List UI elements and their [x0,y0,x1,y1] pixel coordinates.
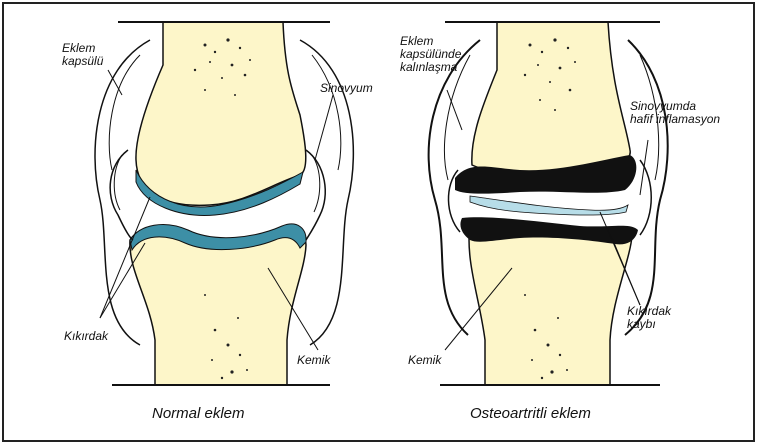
oa-upper-bone [472,22,630,174]
caption-normal: Normal eklem [152,405,245,422]
normal-joint [95,22,353,385]
oa-thin-cartilage [470,196,628,215]
label-oa-cartilage-loss: Kıkırdak kaybı [627,305,671,331]
caption-oa: Osteoartritli eklem [470,405,591,422]
label-normal-synovium: Sinovyum [320,82,373,95]
label-oa-capsule-thickening: Eklem kapsülünde kalınlaşma [400,35,461,74]
normal-upper-bone [136,22,306,205]
label-normal-capsule: Eklem kapsülü [62,42,103,68]
label-oa-bone: Kemik [408,354,441,367]
frame-border [3,3,754,441]
label-normal-cartilage: Kıkırdak [64,330,108,343]
label-normal-bone: Kemik [297,354,330,367]
label-oa-synovium-inflammation: Sinovyumda hafif inflamasyon [630,100,720,126]
oa-lower-bone [469,224,632,385]
